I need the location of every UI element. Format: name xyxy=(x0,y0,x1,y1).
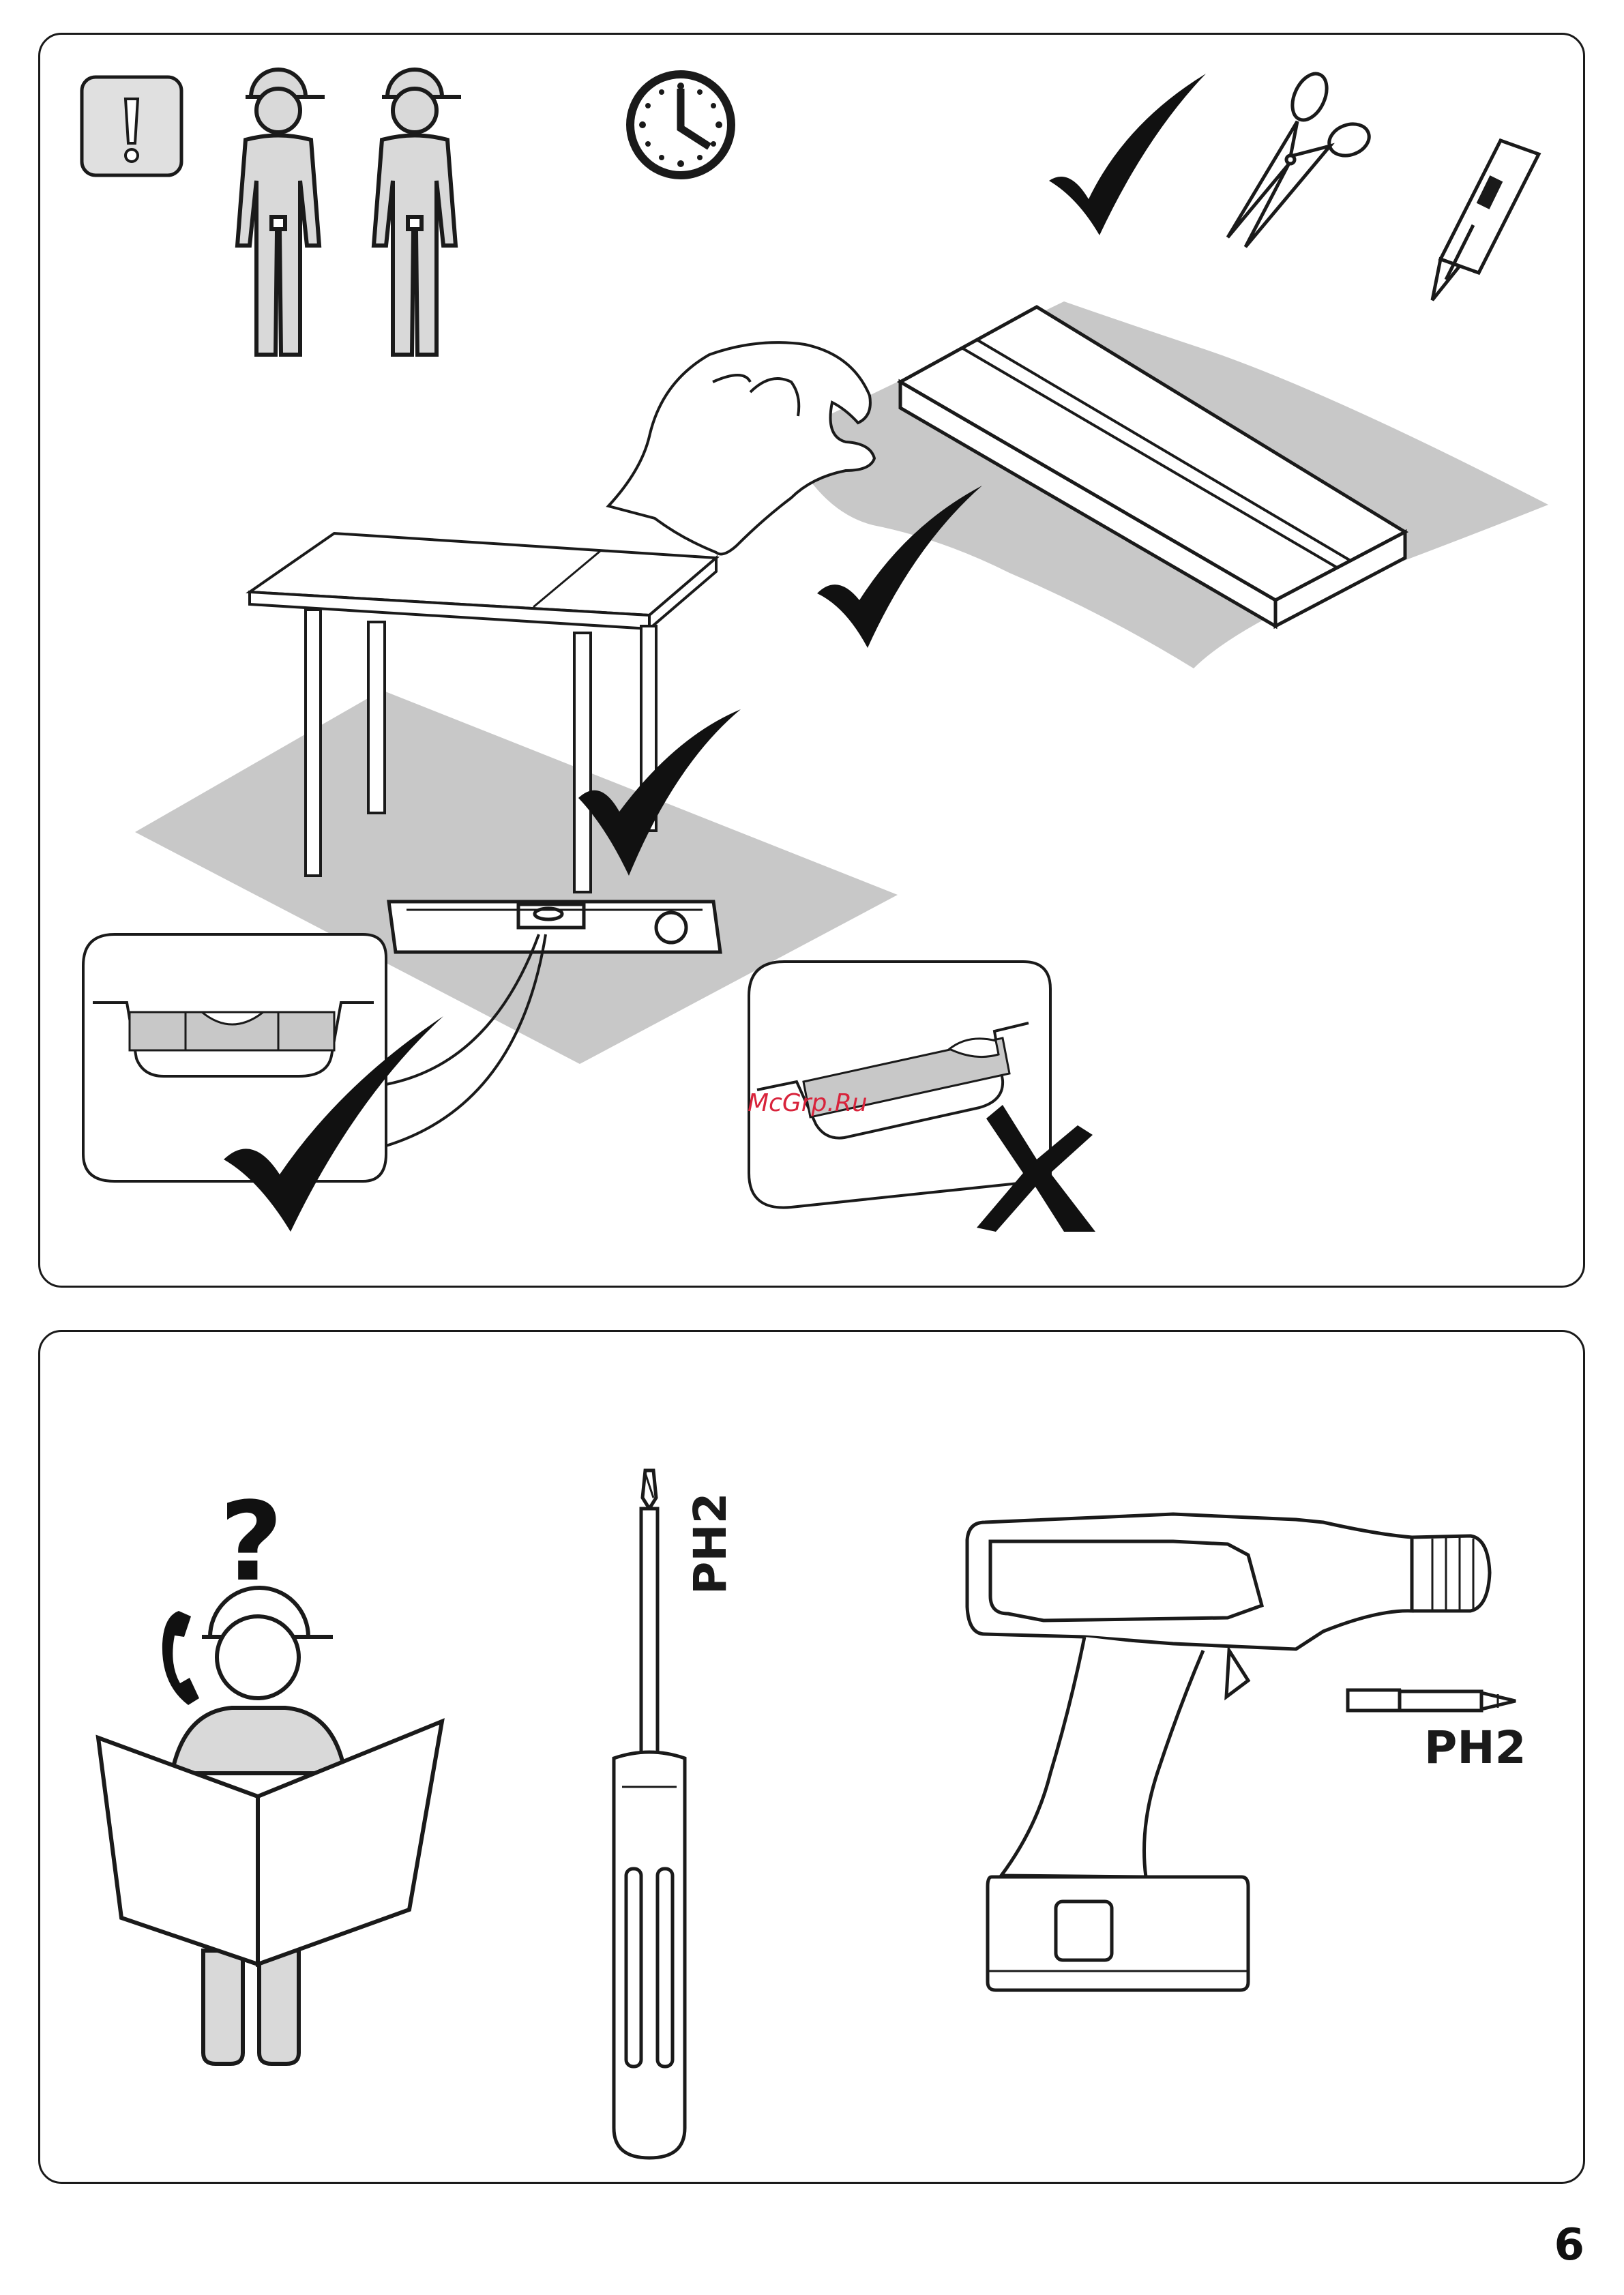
page-number: 6 xyxy=(1554,2220,1584,2270)
drill-bit-icon xyxy=(1348,1690,1516,1711)
phone-icon xyxy=(162,1611,199,1705)
screwdriver-icon xyxy=(614,1470,685,2158)
person-reading-instructions-icon xyxy=(98,1588,442,2064)
screwdriver-size-label: PH2 xyxy=(684,1492,737,1595)
drill-bit-size-label: PH2 xyxy=(1424,1721,1526,1774)
cordless-drill-icon xyxy=(967,1514,1490,1990)
